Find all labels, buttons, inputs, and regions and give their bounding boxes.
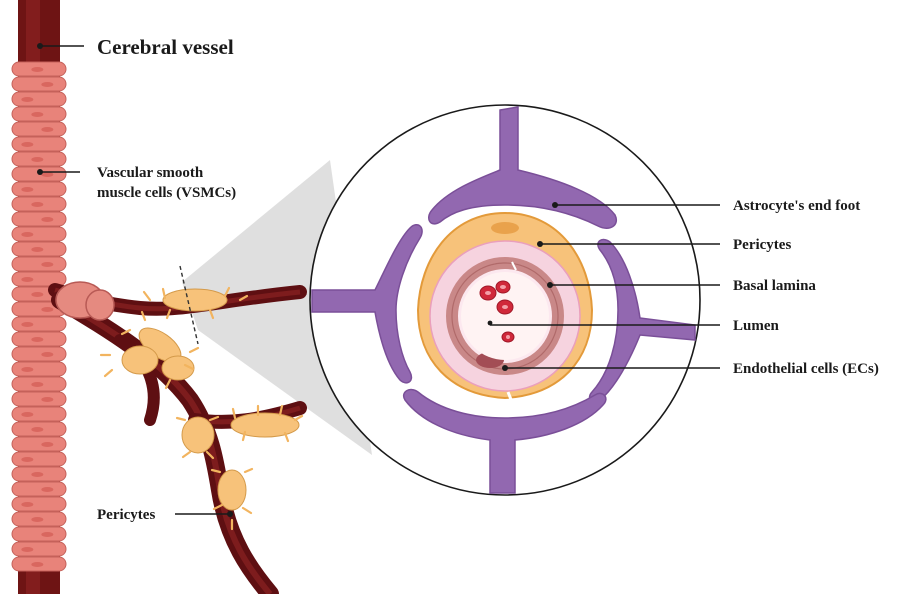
vsmc-ring [12,122,66,136]
label-cerebral-vessel: Cerebral vessel [97,35,234,59]
vsmc-nucleus [31,247,43,252]
vsmc-nucleus [31,67,43,72]
vsmc-nucleus [41,262,53,267]
label-pericytes-left: Pericytes [97,507,155,523]
vsmc-ring [12,257,66,271]
vsmc-ring [12,362,66,376]
vsmc-nucleus [21,232,33,237]
vsmc-ring [12,92,66,106]
vsmc-nucleus [41,127,53,132]
vsmc-nucleus [21,97,33,102]
vsmc-ring [12,482,66,496]
vsmc-collar [56,282,114,320]
vsmc-ring [12,227,66,241]
vsmc-nucleus [31,112,43,117]
label-vsmc-line1: Vascular smooth [97,165,204,181]
vsmc-nucleus [31,337,43,342]
vsmc-nucleus [41,82,53,87]
vsmc-rings [12,62,66,571]
vsmc-ring [12,497,66,511]
vsmc-nucleus [31,427,43,432]
vsmc-nucleus [41,397,53,402]
vsmc-ring [12,392,66,406]
vsmc-nucleus [21,187,33,192]
label-astrocyte-end-foot: Astrocyte's end foot [733,198,860,214]
vsmc-ring [12,77,66,91]
label-vsmc-line2: muscle cells (VSMCs) [97,185,236,201]
vsmc-ring [12,347,66,361]
cross-section-inset [310,105,700,495]
vsmc-nucleus [21,412,33,417]
vsmc-nucleus [31,292,43,297]
vsmc-ring [12,182,66,196]
vsmc-nucleus [31,382,43,387]
label-lumen: Lumen [733,318,780,334]
vsmc-nucleus [41,532,53,537]
vsmc-nucleus [31,157,43,162]
vsmc-nucleus [21,142,33,147]
vsmc-nucleus [41,442,53,447]
vsmc-ring [12,527,66,541]
vsmc-nucleus [41,217,53,222]
vsmc-ring [12,407,66,421]
vsmc-nucleus [21,502,33,507]
vsmc-nucleus [31,517,43,522]
vsmc-ring [12,452,66,466]
label-basal-lamina: Basal lamina [733,278,816,294]
vsmc-ring [12,137,66,151]
vsmc-nucleus [21,367,33,372]
vsmc-nucleus [21,457,33,462]
label-pericytes-right: Pericytes [733,237,791,253]
vsmc-ring [12,437,66,451]
vsmc-nucleus [41,307,53,312]
vsmc-nucleus [41,487,53,492]
vsmc-ring [12,212,66,226]
label-endothelial-cells: Endothelial cells (ECs) [733,361,879,377]
vsmc-nucleus [21,322,33,327]
vsmc-ring [12,317,66,331]
vsmc-nucleus [21,547,33,552]
vsmc-nucleus [31,202,43,207]
vsmc-nucleus [21,277,33,282]
vsmc-nucleus [31,562,43,567]
vsmc-nucleus [41,352,53,357]
vsmc-ring [12,542,66,556]
vsmc-nucleus [31,472,43,477]
